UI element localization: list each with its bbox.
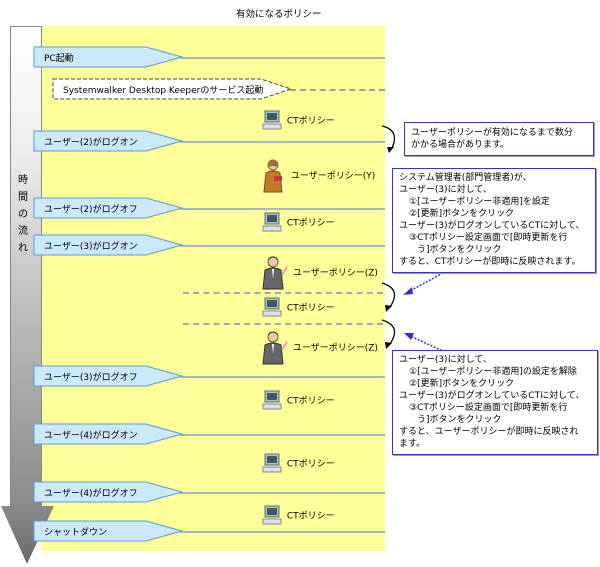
note-line: ユーザー(3)に対して、 (399, 185, 492, 195)
note-line: ユーザーポリシーが有効になるまで数分 (411, 128, 573, 138)
event-label: PC起動 (44, 54, 74, 64)
note-line: システム管理者(部門管理者)が、 (399, 173, 532, 183)
time-label-char: 間 (18, 192, 28, 203)
timeline-line (180, 208, 385, 210)
policy-label: CTポリシー (286, 511, 335, 522)
note-line: ユーザー(3)に対して、 (399, 355, 492, 365)
time-label-char: 流 (18, 226, 28, 237)
curved-arrow-icon (381, 125, 396, 153)
policy-item: CTポリシー (262, 390, 335, 412)
policy-label: CTポリシー (286, 303, 335, 314)
timeline-dashdot-line (183, 292, 383, 294)
event-label: ユーザー(4)がログオン (44, 431, 138, 441)
note-line: かかる場合があります。 (411, 140, 510, 150)
note-line: ①[ユーザーポリシー非適用]を設定 (409, 197, 550, 207)
policy-zone (41, 26, 385, 551)
pointer-arrow-icon (404, 333, 446, 353)
policy-item: CTポリシー (262, 212, 335, 234)
event-label: ユーザー(3)がログオフ (44, 373, 138, 383)
curved-arrow-icon (381, 319, 396, 349)
computer-icon (262, 297, 282, 317)
time-label-char: れ (18, 243, 28, 254)
policy-label: CTポリシー (286, 218, 335, 229)
woman-user-icon (263, 159, 283, 193)
timeline-line (180, 57, 385, 59)
note-line: ユーザー(3)がログオンしているCTに対して、 (399, 391, 585, 401)
timeline-dashed-line (290, 89, 385, 91)
event-shutdown: シャットダウン (33, 520, 184, 542)
note-line: ③CTポリシー設定画面で[即時更新を行 (409, 233, 568, 243)
policy-label: CTポリシー (286, 459, 335, 470)
policy-item: ユーザーポリシー(Z) (260, 255, 378, 291)
note-delay: ユーザーポリシーが有効になるまで数分 かかる場合があります。 (404, 122, 594, 156)
time-label-char: の (18, 209, 28, 220)
man-user-icon (262, 331, 288, 365)
computer-icon (262, 110, 282, 130)
event-label: ユーザー(2)がログオン (44, 138, 138, 148)
timeline-line (180, 376, 385, 378)
policy-item: CTポリシー (262, 297, 335, 319)
policy-label: CTポリシー (286, 116, 335, 127)
note-line: う]ボタンをクリック (417, 245, 502, 255)
computer-icon (262, 212, 282, 232)
note-apply-user-policy: ユーザー(3)に対して、 ①[ユーザーポリシー非適用]の設定を解除 ②[更新]ボ… (392, 350, 598, 455)
policy-item: CTポリシー (262, 110, 335, 132)
computer-icon (262, 505, 282, 525)
note-line: すると、ユーザーポリシーが即時に反映され (399, 427, 579, 437)
event-user2-logoff: ユーザー(2)がログオフ (33, 197, 184, 219)
policy-item: CTポリシー (262, 453, 335, 475)
event-service-start: Systemwalker Desktop Keeperのサービス起動 (52, 78, 293, 100)
computer-icon (262, 453, 282, 473)
event-user4-logon: ユーザー(4)がログオン (33, 423, 184, 445)
timeline-line (180, 531, 385, 533)
curved-arrow-icon (381, 282, 396, 312)
note-line: ユーザー(3)がログオンしているCTに対して、 (399, 221, 585, 231)
note-line: ②[更新]ボタンをクリック (409, 379, 515, 389)
column-title: 有効になるポリシー (236, 9, 322, 20)
time-label-char: 時 (18, 175, 28, 186)
event-pc-start: PC起動 (33, 46, 184, 68)
event-label: Systemwalker Desktop Keeperのサービス起動 (63, 86, 264, 96)
computer-icon (262, 390, 282, 410)
event-label: ユーザー(3)がログオン (44, 242, 138, 252)
note-line: う]ボタンをクリック (417, 415, 502, 425)
policy-label: ユーザーポリシー(Y) (290, 171, 376, 182)
event-user3-logon: ユーザー(3)がログオン (33, 234, 184, 256)
note-line: ます。 (399, 439, 426, 449)
timeline-line (180, 434, 385, 436)
man-user-icon (262, 256, 288, 290)
note-line: すると、CTポリシーが即時に反映されます。 (399, 257, 581, 267)
event-user4-logoff: ユーザー(4)がログオフ (33, 481, 184, 503)
time-axis-label: 時 間 の 流 れ (14, 172, 32, 257)
timeline-line (180, 492, 385, 494)
policy-item: ユーザーポリシー(Y) (260, 158, 375, 194)
policy-label: ユーザーポリシー(Z) (292, 268, 378, 279)
policy-item: CTポリシー (262, 505, 335, 527)
note-line: ①[ユーザーポリシー非適用]の設定を解除 (409, 367, 577, 377)
note-line: ②[更新]ボタンをクリック (409, 209, 515, 219)
event-user3-logoff: ユーザー(3)がログオフ (33, 365, 184, 387)
time-arrow-head-icon (1, 506, 54, 564)
event-label: ユーザー(4)がログオフ (44, 489, 138, 499)
timeline-line (180, 141, 385, 143)
policy-label: ユーザーポリシー(Z) (292, 343, 378, 354)
event-user2-logon: ユーザー(2)がログオン (33, 130, 184, 152)
timeline-dashdot-line (183, 323, 383, 325)
note-apply-ct-policy: システム管理者(部門管理者)が、 ユーザー(3)に対して、 ①[ユーザーポリシー… (392, 168, 596, 273)
event-label: ユーザー(2)がログオフ (44, 205, 138, 215)
pointer-arrow-icon (403, 272, 444, 295)
timeline-line (180, 245, 385, 247)
policy-item: ユーザーポリシー(Z) (260, 330, 378, 366)
event-label: シャットダウン (44, 528, 108, 538)
policy-label: CTポリシー (286, 396, 335, 407)
note-line: ③CTポリシー設定画面で[即時更新を行 (409, 403, 568, 413)
